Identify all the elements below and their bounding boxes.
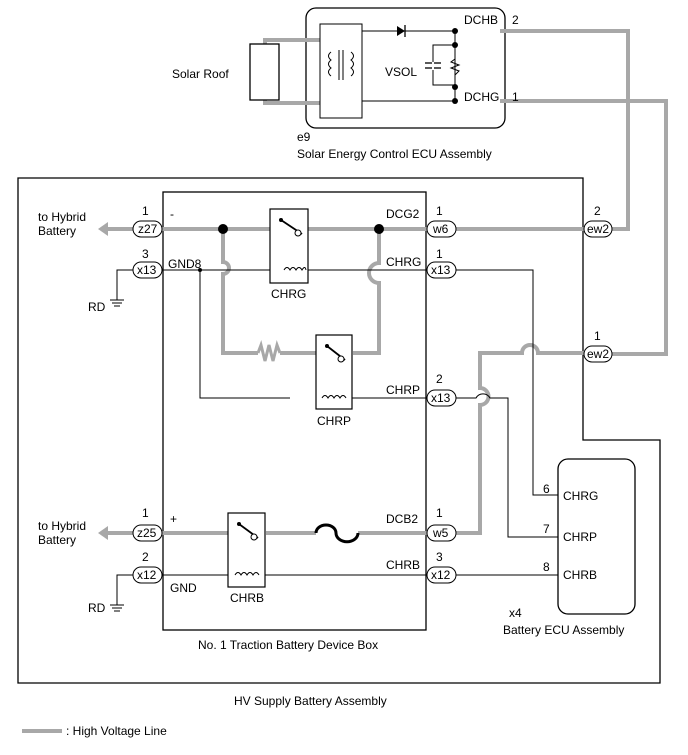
connector-w6: w6 bbox=[426, 220, 457, 238]
solar-roof-icon bbox=[249, 43, 280, 101]
connector-ew2-top: ew2 bbox=[583, 220, 613, 238]
terminal-gnd8: GND8 bbox=[168, 257, 202, 271]
vsol-label: VSOL bbox=[385, 65, 417, 79]
pin-dchg-label: DCHG bbox=[464, 90, 499, 104]
ground-icon bbox=[110, 604, 124, 612]
solar-ecu-box bbox=[305, 7, 506, 129]
junction-dot bbox=[198, 268, 202, 272]
ground-rd-label: RD bbox=[88, 601, 106, 615]
terminal-dcg2: DCG2 bbox=[386, 207, 420, 221]
ecu-pin-chrp: CHRP bbox=[563, 530, 597, 544]
relay-chrb-label: CHRB bbox=[230, 591, 264, 605]
ecu-pin-number: 6 bbox=[543, 482, 550, 496]
connector-ew2-bottom: ew2 bbox=[583, 345, 613, 363]
terminal-plus: + bbox=[170, 512, 177, 526]
solar-ecu-code: e9 bbox=[297, 130, 311, 144]
high-voltage-lines bbox=[108, 29, 668, 535]
junction-dot bbox=[452, 84, 458, 90]
to-hybrid-top-line1: to Hybrid bbox=[38, 210, 86, 224]
battery-ecu-code: x4 bbox=[509, 606, 522, 620]
terminal-minus: - bbox=[170, 207, 174, 221]
svg-text:ew2: ew2 bbox=[587, 222, 609, 236]
ecu-pin-number: 7 bbox=[543, 522, 550, 536]
to-hybrid-bottom-line2: Battery bbox=[38, 533, 76, 547]
transformer-icon bbox=[319, 23, 363, 119]
battery-ecu-name: Battery ECU Assembly bbox=[503, 623, 624, 637]
pin-number: 1 bbox=[436, 247, 443, 261]
pin-number: 2 bbox=[436, 372, 443, 386]
svg-text:x13: x13 bbox=[431, 263, 451, 277]
connector-z25: z25 bbox=[132, 524, 163, 542]
svg-text:z27: z27 bbox=[138, 222, 158, 236]
relay-chrp-label: CHRP bbox=[317, 414, 351, 428]
connector-w5: w5 bbox=[426, 524, 457, 542]
svg-text:z25: z25 bbox=[137, 526, 157, 540]
diode-icon bbox=[397, 25, 406, 37]
relay-chrp bbox=[315, 334, 353, 410]
pin-dchg-number: 1 bbox=[512, 90, 519, 104]
svg-text:x12: x12 bbox=[137, 568, 157, 582]
to-hybrid-bottom-line1: to Hybrid bbox=[38, 519, 86, 533]
connector-x13-left: x13 bbox=[132, 261, 163, 279]
pin-number: 1 bbox=[436, 204, 443, 218]
connector-x12-left: x12 bbox=[132, 566, 163, 584]
ecu-pin-chrg: CHRG bbox=[563, 489, 598, 503]
terminal-chrb: CHRB bbox=[386, 558, 420, 572]
junction-dot bbox=[218, 224, 228, 234]
svg-text:x12: x12 bbox=[431, 568, 451, 582]
resistor-icon bbox=[256, 339, 282, 362]
terminal-dcb2: DCB2 bbox=[386, 512, 418, 526]
pin-number: 2 bbox=[142, 550, 149, 564]
hv-assembly-box bbox=[17, 177, 661, 684]
ground-rd-label: RD bbox=[88, 300, 106, 314]
device-box-name: No. 1 Traction Battery Device Box bbox=[198, 638, 378, 652]
solar-roof-label: Solar Roof bbox=[172, 67, 229, 81]
junction-dot bbox=[452, 42, 458, 48]
terminal-chrg: CHRG bbox=[386, 255, 421, 269]
device-box bbox=[162, 191, 427, 631]
pin-number: 3 bbox=[142, 247, 149, 261]
terminal-gnd: GND bbox=[170, 581, 197, 595]
arrow-to-hybrid-bottom bbox=[98, 526, 108, 540]
pin-number: 1 bbox=[142, 204, 149, 218]
pin-dchb-number: 2 bbox=[512, 13, 519, 27]
relay-chrb bbox=[227, 512, 266, 588]
ground-icon bbox=[110, 299, 124, 307]
relay-chrg-label: CHRG bbox=[271, 287, 306, 301]
connector-x12-right: x12 bbox=[426, 566, 457, 584]
connector-x13-chrg: x13 bbox=[426, 261, 457, 279]
svg-text:x13: x13 bbox=[431, 391, 451, 405]
svg-text:ew2: ew2 bbox=[587, 347, 609, 361]
to-hybrid-top-line2: Battery bbox=[38, 224, 76, 238]
svg-text:w6: w6 bbox=[432, 222, 449, 236]
resistor-icon bbox=[449, 58, 461, 76]
pin-dchb-label: DCHB bbox=[464, 13, 498, 27]
svg-text:x13: x13 bbox=[137, 263, 157, 277]
legend-label: : High Voltage Line bbox=[66, 724, 167, 738]
junction-dot bbox=[374, 224, 384, 234]
pin-number: 2 bbox=[594, 204, 601, 218]
connector-x13-chrp: x13 bbox=[426, 389, 457, 407]
svg-text:w5: w5 bbox=[432, 526, 449, 540]
arrow-to-hybrid-top bbox=[98, 222, 108, 236]
terminal-chrp: CHRP bbox=[386, 383, 420, 397]
pin-number: 3 bbox=[436, 550, 443, 564]
capacitor-icon bbox=[425, 62, 441, 70]
pin-number: 1 bbox=[142, 506, 149, 520]
ecu-pin-number: 8 bbox=[543, 560, 550, 574]
fuse-icon bbox=[314, 523, 360, 544]
hv-assembly-name: HV Supply Battery Assembly bbox=[234, 694, 387, 708]
ecu-pin-chrb: CHRB bbox=[563, 568, 597, 582]
solar-ecu-name: Solar Energy Control ECU Assembly bbox=[297, 147, 492, 161]
pin-number: 1 bbox=[436, 506, 443, 520]
relay-chrg bbox=[269, 208, 309, 284]
connector-z27: z27 bbox=[132, 220, 163, 238]
signal-lines bbox=[116, 31, 558, 605]
pin-number: 1 bbox=[594, 329, 601, 343]
